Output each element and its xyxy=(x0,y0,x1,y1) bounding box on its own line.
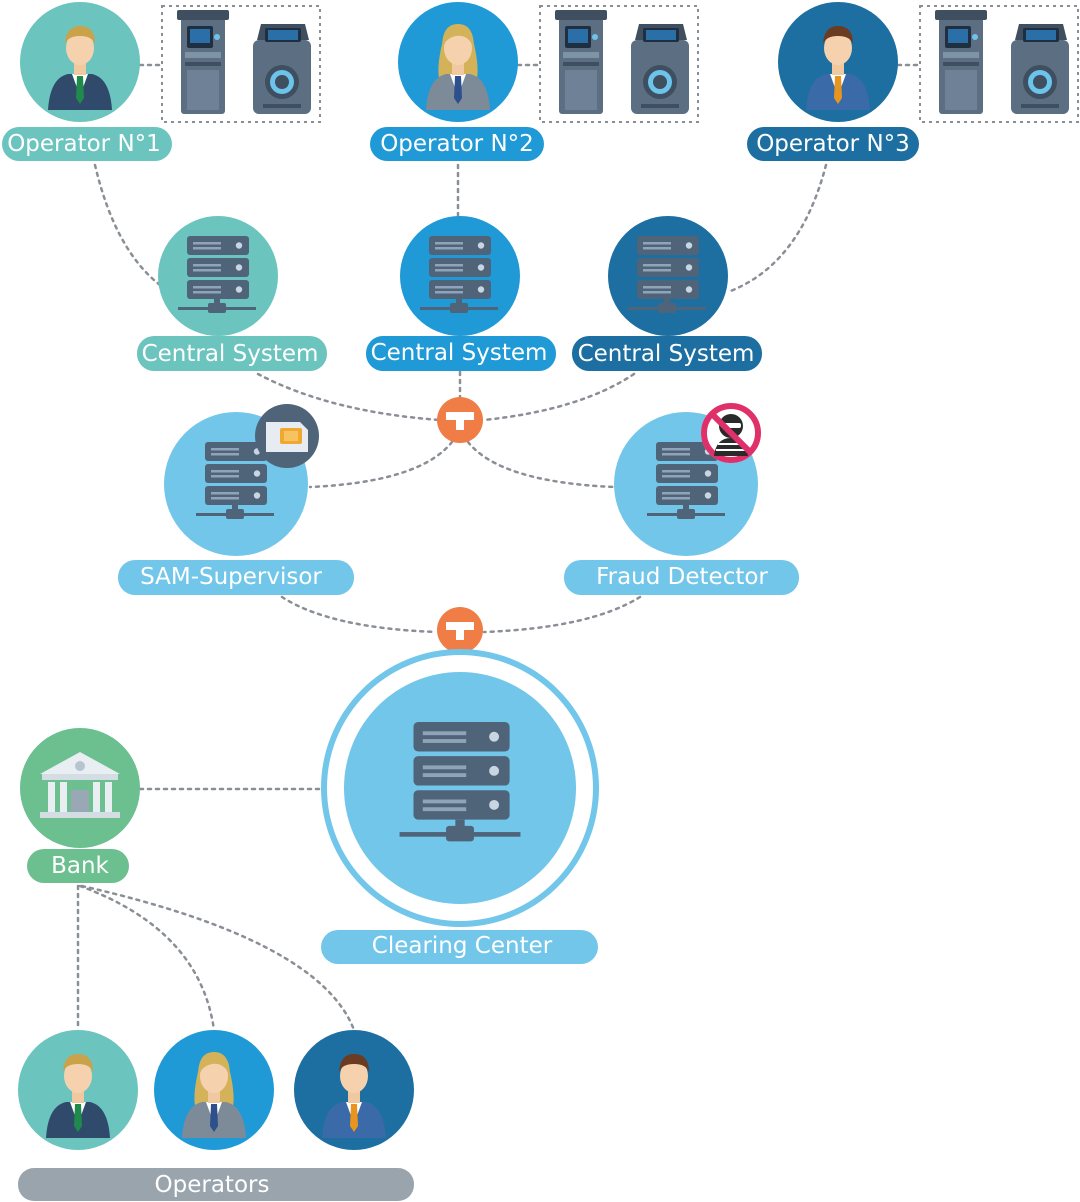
network-hub-icon xyxy=(437,607,483,653)
connector-op3-cs3 xyxy=(726,163,828,294)
central-system-label-3: Central System xyxy=(578,341,755,367)
clearing-center-circle xyxy=(344,672,576,904)
sam-supervisor-label: SAM-Supervisor xyxy=(140,564,322,590)
fraud-detector-pill xyxy=(564,560,799,595)
fraud-detector-label: Fraud Detector xyxy=(596,564,768,590)
operator-node-3[interactable]: Operator N°3 xyxy=(747,2,919,161)
atm-group-box-1 xyxy=(161,5,321,123)
operator-label-pill-3 xyxy=(747,127,919,161)
central-system-pill-1 xyxy=(137,336,327,371)
central-system-label-2: Central System xyxy=(371,340,548,366)
central-system-node-1[interactable]: Central System xyxy=(137,216,327,371)
atm-machines-icon xyxy=(935,10,1069,114)
operators-group[interactable]: Operators xyxy=(18,1030,414,1201)
bank-label: Bank xyxy=(51,853,109,879)
sim-card-icon xyxy=(255,404,319,468)
businesswoman-icon xyxy=(182,1052,246,1138)
businessman-icon xyxy=(322,1054,386,1138)
central-system-pill-3 xyxy=(572,336,762,371)
connector-op1-cs1 xyxy=(93,163,162,287)
connections xyxy=(76,63,922,1032)
operator-node-1[interactable]: Operator N°1 xyxy=(2,2,172,161)
clearing-center-outer-ring xyxy=(321,649,599,927)
connector-bank-op3 xyxy=(80,884,356,1032)
operator-label-2: Operator N°2 xyxy=(380,131,534,157)
operator-label-3: Operator N°3 xyxy=(756,131,910,157)
network-hub-icon xyxy=(437,397,483,443)
operator-avatar-bottom-1 xyxy=(18,1030,138,1150)
central-system-label-1: Central System xyxy=(142,341,319,367)
businesswoman-icon xyxy=(426,24,490,110)
atm-group-box-3 xyxy=(919,5,1079,123)
operators-label: Operators xyxy=(155,1172,270,1198)
businessman-icon xyxy=(806,26,870,110)
bank-building-icon xyxy=(40,752,120,818)
clearing-center-label: Clearing Center xyxy=(372,933,553,959)
central-system-pill-2 xyxy=(366,336,556,371)
operator-node-2[interactable]: Operator N°2 xyxy=(370,2,544,161)
operators-pill xyxy=(18,1168,414,1201)
atm-group-box-2 xyxy=(539,5,699,123)
atm-machines-icon xyxy=(555,10,689,114)
sam-supervisor-pill xyxy=(118,560,354,595)
connector-bank-op2 xyxy=(78,884,216,1032)
connector-cs3-hub xyxy=(482,372,636,422)
bank-pill xyxy=(27,849,129,883)
businessman-icon xyxy=(46,1054,110,1138)
bank-node[interactable]: Bank xyxy=(20,728,140,883)
connector-hub-sam xyxy=(308,440,454,489)
central-system-node-2[interactable]: Central System xyxy=(366,216,556,371)
clearing-center-pill xyxy=(321,930,598,964)
bank-circle xyxy=(20,728,140,848)
operator-avatar-bottom-3 xyxy=(294,1030,414,1150)
connector-cs1-hub xyxy=(256,372,442,422)
operator-label-pill-2 xyxy=(370,127,544,161)
operator-label-1: Operator N°1 xyxy=(7,131,161,157)
central-system-node-3[interactable]: Central System xyxy=(572,216,762,371)
fraud-detector-node[interactable]: Fraud Detector xyxy=(564,403,799,595)
clearing-center-node[interactable]: Clearing Center xyxy=(321,649,599,964)
atm-machines-icon xyxy=(177,10,311,114)
connector-sam-hub2 xyxy=(280,595,438,634)
operator-label-pill-1 xyxy=(2,127,172,161)
operator-avatar-bottom-2 xyxy=(154,1030,274,1150)
connector-hub-fraud xyxy=(466,440,616,489)
sam-supervisor-node[interactable]: SAM-Supervisor xyxy=(118,404,354,595)
no-thief-icon xyxy=(701,403,761,463)
connector-fraud-hub2 xyxy=(482,595,642,634)
businessman-icon xyxy=(48,26,112,110)
